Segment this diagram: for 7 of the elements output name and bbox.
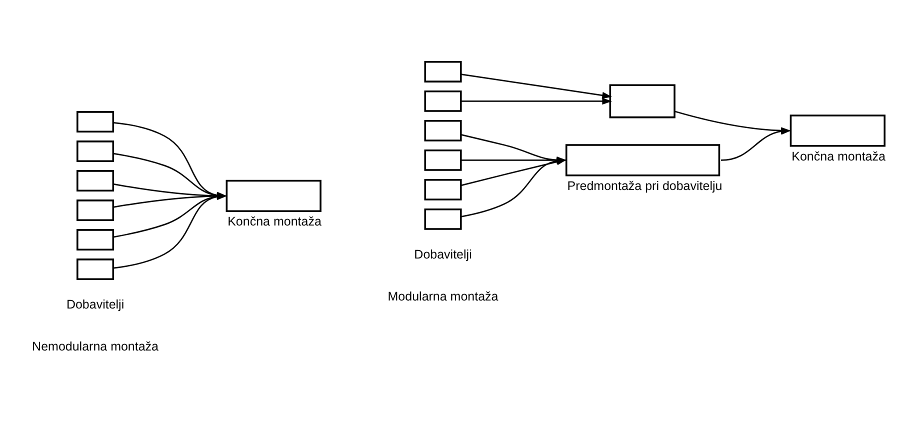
node-label: Predmontaža pri dobavitelju xyxy=(567,178,722,193)
label: Nemodularna montaža xyxy=(32,339,159,354)
node-label: Končna montaža xyxy=(792,149,886,164)
label: Dobavitelji xyxy=(414,247,472,262)
label: Dobavitelji xyxy=(66,297,124,312)
label: Modularna montaža xyxy=(388,289,498,304)
node-label: Končna montaža xyxy=(228,214,322,229)
